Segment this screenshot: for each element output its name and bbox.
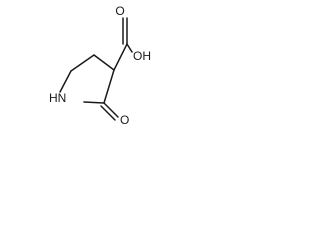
bond-carboxyl-oh <box>126 43 133 53</box>
bond-ring-ch2-top <box>70 54 95 72</box>
bond-ring-c1-to-n <box>83 101 105 104</box>
bond-ring-c3-to-c2 <box>93 54 115 71</box>
bond-carbonyl-single <box>103 102 119 118</box>
bond-carbonyl-double <box>100 105 116 121</box>
atom-label-ring-nitrogen: HN <box>49 91 66 105</box>
bond-ring-n-to-ch2 <box>59 70 72 93</box>
bond-ring-c2-to-c1 <box>103 69 115 104</box>
atom-label-carbonyl-oxygen: O <box>120 113 129 127</box>
bond-carboxyl-carbon <box>113 43 128 71</box>
molecule-structure: O OH HN O <box>49 4 151 127</box>
atom-label-carboxyl-oxygen: O <box>115 4 124 18</box>
atom-label-hydroxyl: OH <box>133 49 151 63</box>
